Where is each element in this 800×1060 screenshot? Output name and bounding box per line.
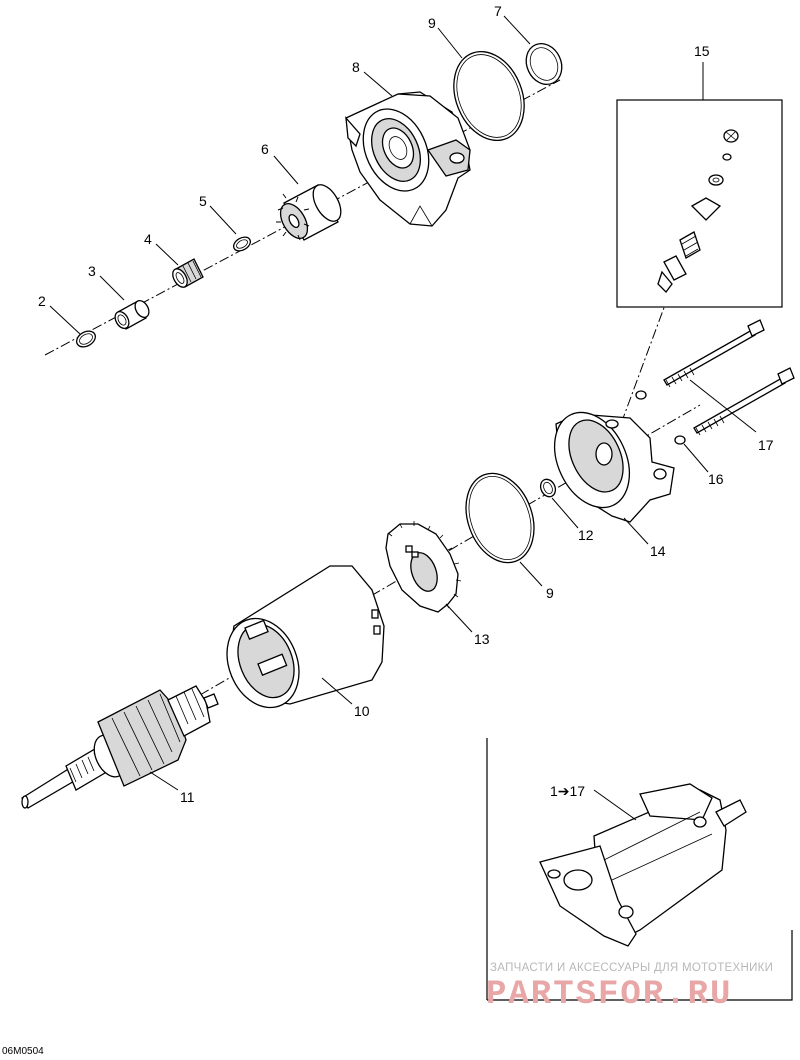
figure-code: 06M0504	[2, 1046, 44, 1057]
callout-5: 5	[199, 193, 207, 209]
callout-2: 2	[38, 293, 46, 309]
part-8-drive-housing	[345, 91, 471, 227]
callout-12: 12	[578, 527, 594, 543]
callout-6: 6	[261, 141, 269, 157]
part-7-ring	[525, 43, 563, 85]
part-3-bushing	[114, 299, 150, 330]
part-9-oring-lower	[465, 472, 535, 564]
watermark-logo: PARTSFOR.RU	[486, 976, 733, 1014]
part-12-ring	[539, 478, 557, 498]
callout-13: 13	[474, 631, 490, 647]
assembled-starter-view	[486, 738, 793, 1001]
callout-16: 16	[708, 471, 724, 487]
part-5-ring	[232, 236, 252, 252]
part-4-spring	[172, 258, 204, 288]
leader-lines	[49, 15, 757, 821]
callout-15: 15	[694, 43, 710, 59]
part-10-field-frame	[226, 565, 385, 709]
callout-8: 8	[352, 59, 360, 75]
callout-10: 10	[354, 703, 370, 719]
callout-9-lower: 9	[546, 585, 554, 601]
callout-labels: 2 3 4 5 6 8 9 7 15 17 16 12 14 9 13 10 1…	[38, 3, 774, 805]
callout-11: 11	[180, 789, 195, 805]
watermark-tagline: ЗАПЧАСТИ И АКСЕССУАРЫ ДЛЯ МОТОТЕХНИКИ	[490, 962, 774, 974]
callout-7: 7	[494, 3, 502, 19]
callout-9-top: 9	[428, 15, 436, 31]
part-6-drive-gear	[276, 184, 342, 241]
part-2-ring	[76, 330, 96, 348]
part-15-brush-kit	[616, 99, 783, 308]
part-9-oring-top	[453, 50, 525, 142]
callout-17: 17	[758, 437, 774, 453]
callout-3: 3	[88, 263, 96, 279]
part-14-end-cap	[553, 411, 675, 523]
callout-14: 14	[650, 543, 666, 559]
callout-4: 4	[144, 231, 152, 247]
callout-assembly: 1➔17	[550, 783, 585, 799]
part-17-bolts	[663, 319, 795, 436]
part-11-armature	[21, 685, 219, 809]
part-13-brush-plate	[385, 521, 462, 613]
part-16-washers	[635, 390, 686, 445]
